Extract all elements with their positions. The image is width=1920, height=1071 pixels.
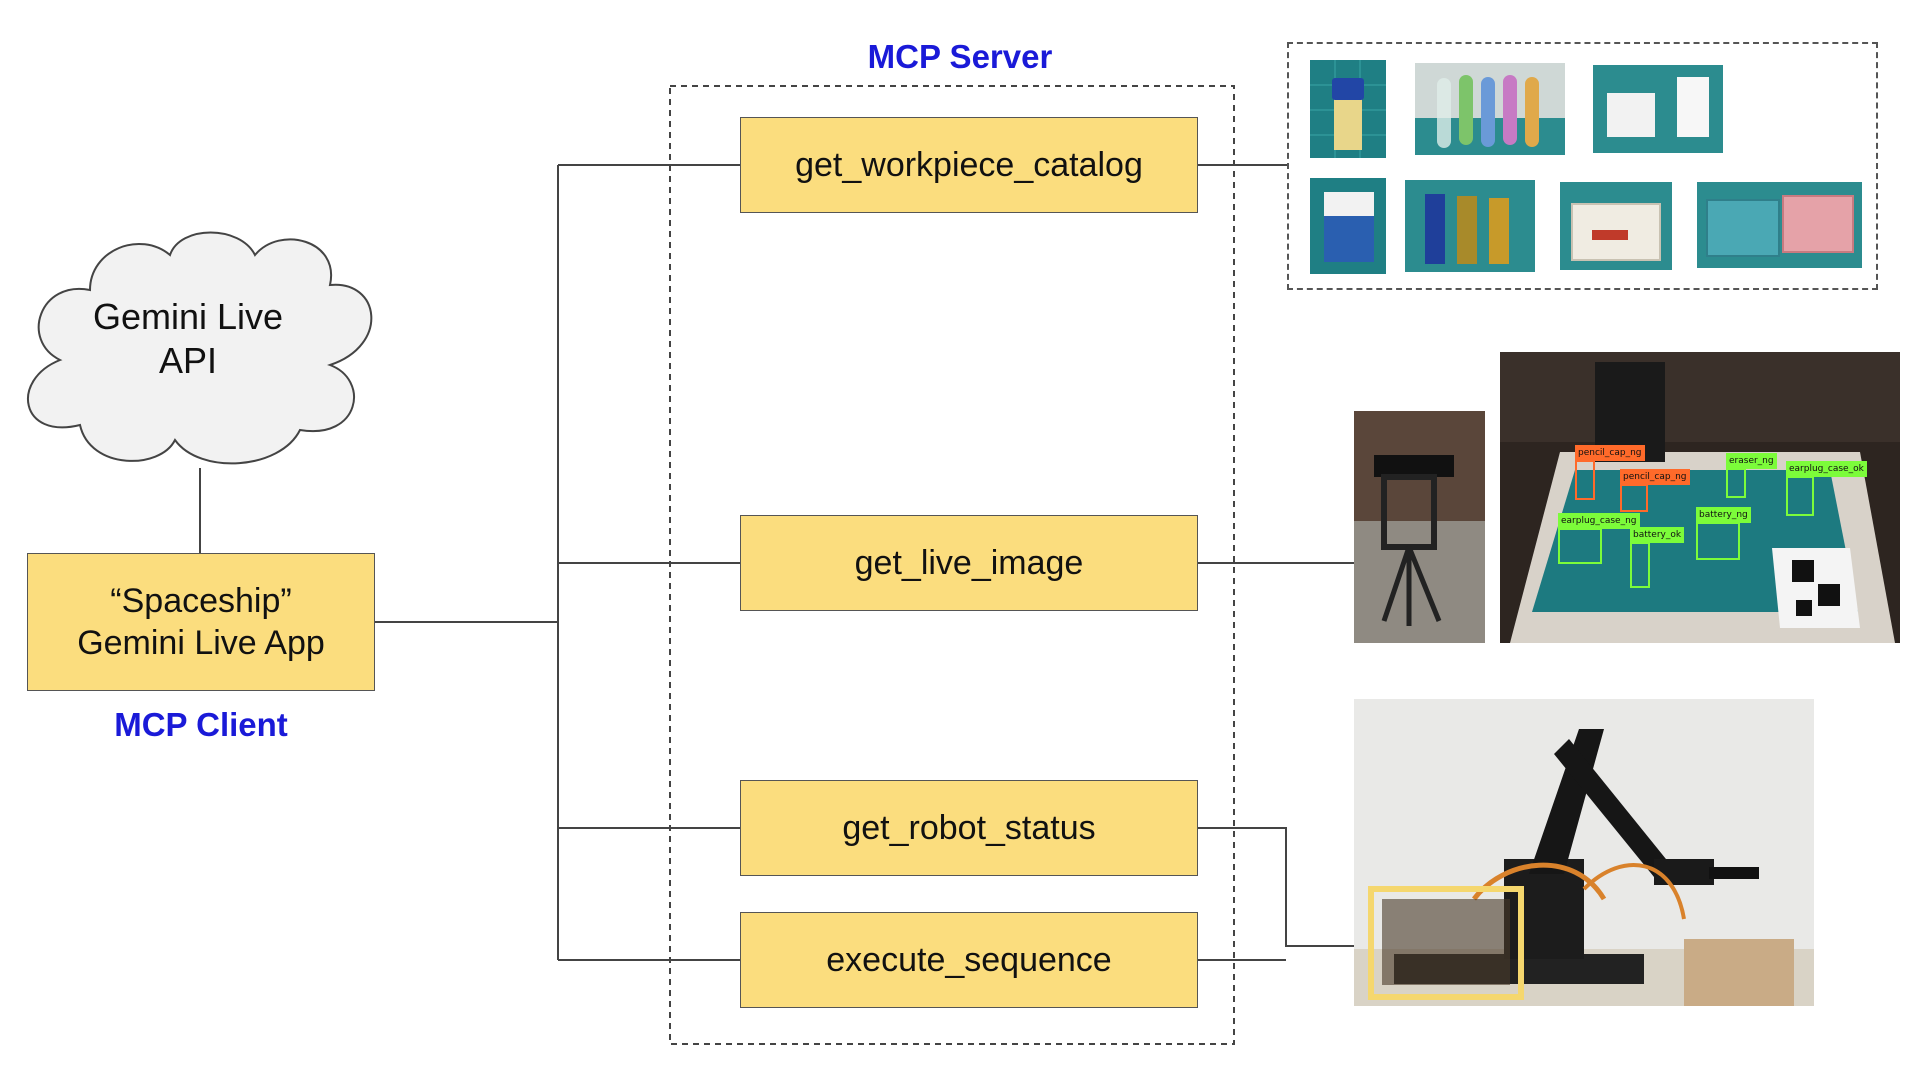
camera-image <box>1354 411 1485 643</box>
tool-get-live-image-label: get_live_image <box>854 543 1084 582</box>
detection-earplug-case-ok: earplug_case_ok <box>1786 461 1867 516</box>
thumb-white-basket <box>1560 182 1672 270</box>
detection-battery-ng: battery_ng <box>1696 507 1751 560</box>
cloud-label: Gemini Live API <box>58 295 318 383</box>
eraser-image <box>1310 178 1386 274</box>
detection-pencil-cap-ng-1: pencil_cap_ng <box>1575 445 1645 500</box>
tool-execute-sequence: execute_sequence <box>740 912 1198 1008</box>
glue-stick-image <box>1310 60 1386 158</box>
tool-get-robot-status: get_robot_status <box>740 780 1198 876</box>
tool-get-workpiece-catalog-label: get_workpiece_catalog <box>795 145 1143 184</box>
white-basket-image <box>1560 182 1672 270</box>
thumb-sponges <box>1593 65 1723 153</box>
detection-earplug-case-ng: earplug_case_ng <box>1558 513 1640 564</box>
cloud-label-line1: Gemini Live <box>92 296 284 337</box>
mcp-server-label: MCP Server <box>867 38 1053 75</box>
detection-label: battery_ok <box>1630 527 1685 543</box>
mcp-client-label: MCP Client <box>114 706 288 743</box>
color-baskets-image <box>1697 182 1862 268</box>
client-app-line2: Gemini Live App <box>77 624 325 662</box>
thumb-batteries <box>1405 180 1535 272</box>
tool-execute-sequence-label: execute_sequence <box>826 940 1112 979</box>
batteries-image <box>1405 180 1535 272</box>
client-app-line1: “Spaceship” <box>110 582 292 620</box>
detection-label: pencil_cap_ng <box>1620 469 1690 485</box>
detection-label: earplug_case_ng <box>1558 513 1640 529</box>
detection-pencil-cap-ng-2: pencil_cap_ng <box>1620 469 1690 512</box>
camera-photo <box>1354 411 1485 643</box>
thumb-eraser <box>1310 178 1386 274</box>
annotated-board-photo: pencil_cap_ng pencil_cap_ng eraser_ng ea… <box>1500 352 1900 643</box>
detection-label: pencil_cap_ng <box>1575 445 1645 461</box>
client-app-box: “Spaceship” Gemini Live App <box>27 553 375 691</box>
detection-label: earplug_case_ok <box>1786 461 1867 477</box>
tool-get-robot-status-label: get_robot_status <box>842 808 1096 847</box>
board-image <box>1500 352 1900 643</box>
thumb-glue-stick <box>1310 60 1386 158</box>
robot-arm-photo <box>1354 699 1814 1006</box>
tool-get-workpiece-catalog: get_workpiece_catalog <box>740 117 1198 213</box>
cloud-label-line2: API <box>158 340 218 381</box>
cloud-shape <box>26 231 373 465</box>
workpiece-catalog-frame <box>1287 42 1878 290</box>
detection-eraser-ng: eraser_ng <box>1726 453 1777 498</box>
thumb-color-baskets <box>1697 182 1862 268</box>
tool-get-live-image: get_live_image <box>740 515 1198 611</box>
pencil-caps-image <box>1415 63 1565 155</box>
detection-label: battery_ng <box>1696 507 1751 523</box>
robot-arm-image <box>1354 699 1814 1006</box>
detection-battery-ok: battery_ok <box>1630 527 1685 588</box>
thumb-pencil-caps <box>1415 63 1565 155</box>
sponges-image <box>1593 65 1723 153</box>
detection-label: eraser_ng <box>1726 453 1777 469</box>
